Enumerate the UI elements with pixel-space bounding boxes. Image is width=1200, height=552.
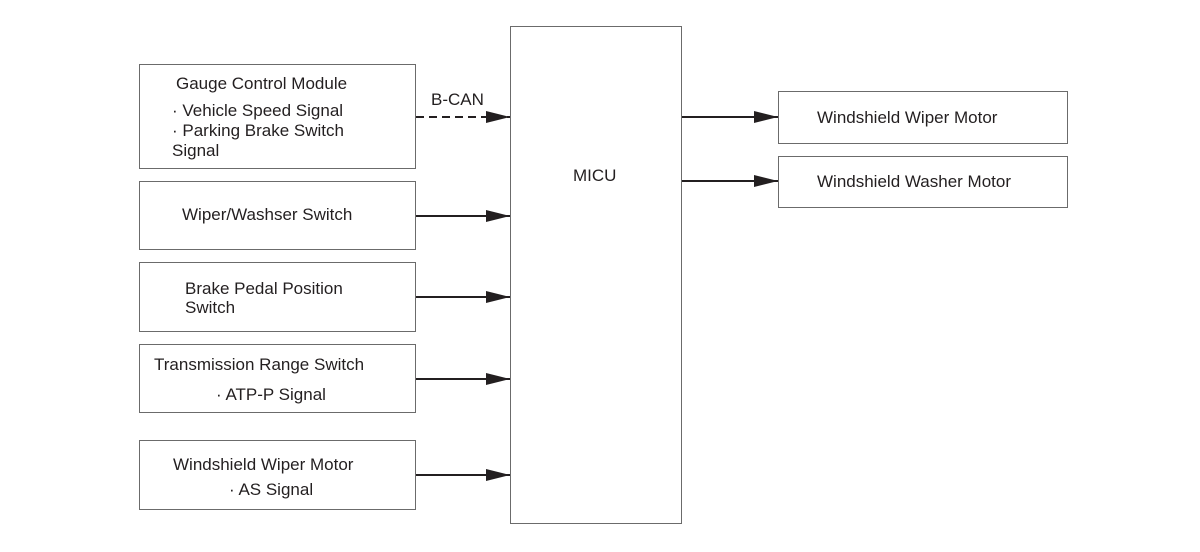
parking-brake-switch-label: · Parking Brake Switch — [172, 121, 344, 140]
brake-pedal-switch-line1: Brake Pedal Position — [185, 279, 343, 298]
wiper-motor-input-box — [139, 440, 416, 510]
b-can-label: B-CAN — [431, 90, 484, 109]
washer-motor-output-label: Windshield Washer Motor — [817, 172, 1011, 191]
gauge-control-module-box — [139, 64, 416, 169]
vehicle-speed-signal-label: · Vehicle Speed Signal — [172, 101, 344, 120]
washer-motor-output-box — [778, 156, 1068, 208]
wiper-washer-switch-label: Wiper/Washser Switch — [182, 205, 353, 224]
as-signal-label: · AS Signal — [229, 480, 314, 499]
transmission-range-switch-box — [139, 344, 416, 413]
wiper-motor-output-box — [778, 91, 1068, 144]
wiper-motor-output-label: Windshield Wiper Motor — [817, 108, 998, 127]
parking-brake-signal-label: Signal — [172, 141, 220, 160]
transmission-range-switch-title: Transmission Range Switch — [154, 355, 365, 374]
brake-pedal-switch-line2: Switch — [185, 298, 236, 317]
wiper-motor-input-title: Windshield Wiper Motor — [173, 455, 354, 474]
micu-block — [510, 26, 682, 524]
micu-label: MICU — [573, 166, 617, 185]
brake-pedal-switch-box — [139, 262, 416, 332]
atp-p-signal-label: · ATP-P Signal — [216, 385, 326, 404]
wiper-washer-switch-box — [139, 181, 416, 250]
gauge-control-module-title: Gauge Control Module — [176, 74, 348, 93]
